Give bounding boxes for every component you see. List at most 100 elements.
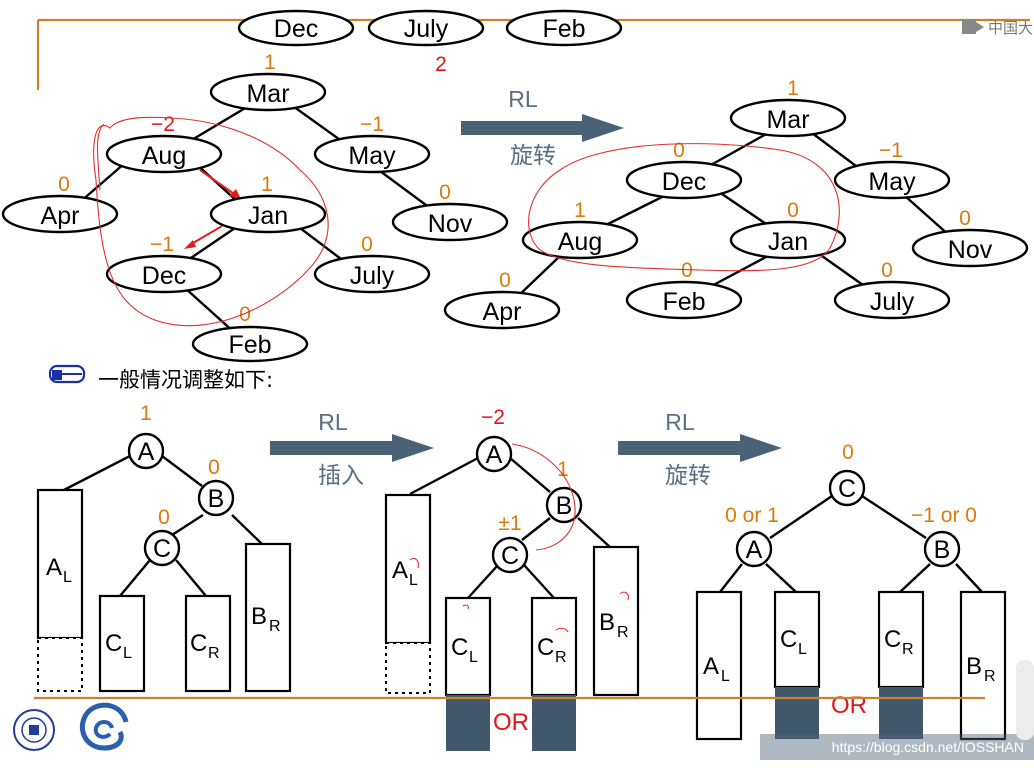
subtree-cl: C L [98,594,146,693]
university-logo [13,709,55,751]
subtree-cr-inserted: C R [530,596,578,751]
hand-circle-general [511,443,576,551]
node-aug: Aug −2 [105,113,223,174]
general-heading: 一般情况调整如下: [48,364,273,392]
svg-text:0: 0 [361,233,373,256]
tree-before: Mar 1 Aug −2 May −1 Apr 0 Jan 1 Nov 0 [1,51,509,363]
node-feb-after: Feb 0 [625,259,743,320]
general-tree-after: C 0 A 0 or 1 B −1 or 0 A L C L C R [695,441,1007,741]
node-may: May −1 [313,113,431,174]
queue-node-dec: Dec [237,9,355,47]
brand-text: 中国大 [988,19,1033,37]
node-mar: Mar 1 [209,51,327,112]
svg-text:A: A [392,557,408,584]
node-c: C 0 [143,506,181,567]
svg-text:1: 1 [787,77,799,100]
svg-text:B: B [599,609,615,636]
svg-text:±1: ±1 [498,512,521,535]
svg-text:0: 0 [842,441,854,464]
node-a: A 1 [127,402,165,470]
svg-text:A: A [703,653,719,680]
node-a-after: A 0 or 1 [725,504,779,568]
svg-text:0: 0 [959,207,971,230]
node-b: B 0 [197,456,235,517]
node-feb: Feb 0 [191,303,309,363]
node-c-after: C 0 [828,441,866,507]
svg-text:C: C [501,542,519,570]
node-b-after: B −1 or 0 [911,504,977,568]
svg-text:R: R [902,641,914,658]
svg-text:July: July [350,262,395,290]
node-mar-after: Mar 1 [729,77,847,138]
svg-text:A: A [46,554,62,581]
node-c-inserted: C ±1 [491,512,529,574]
brand-icon [962,20,976,34]
svg-text:RL: RL [665,409,695,435]
grown-block-cl [446,695,490,751]
svg-text:A: A [486,441,503,469]
grown-block-cl-after [775,687,819,739]
svg-text:0: 0 [239,303,251,326]
svg-text:C: C [190,630,207,657]
svg-text:0: 0 [499,269,511,292]
node-july-after: July 0 [833,259,951,320]
svg-text:Nov: Nov [428,210,473,238]
svg-text:C: C [838,475,856,503]
node-apr: Apr 0 [1,173,119,234]
subtree-br-after: B R [959,590,1007,741]
svg-text:B: B [934,536,951,564]
node-jan: Jan 1 [209,173,327,234]
svg-text:July: July [404,15,449,43]
svg-text:Dec: Dec [662,168,706,196]
svg-text:Feb: Feb [542,15,585,43]
svg-text:旋转: 旋转 [665,462,711,488]
node-jan-after: Jan 0 [729,199,847,260]
node-b-inserted: B 1 [545,458,583,524]
watermark: https://blog.csdn.net/IOSSHAN [832,739,1024,755]
subtree-cr-after: C R [877,590,925,739]
footer: https://blog.csdn.net/IOSSHAN [13,702,1034,760]
svg-text:0: 0 [787,199,799,222]
grown-block-cr-after [879,687,923,739]
tree-after-edges [515,131,951,299]
svg-text:L: L [123,645,132,662]
general-note: 一般情况调整如下: [98,368,273,392]
svg-text:1: 1 [261,173,273,196]
svg-text:C: C [451,634,468,661]
general-tree-inserted: A −2 B 1 C ±1 A L C L C R [384,406,640,751]
subtree-al-inserted: A L [384,493,432,694]
grown-block-cr [532,695,576,751]
svg-text:B: B [251,603,267,630]
svg-text:R: R [984,668,996,685]
side-handle[interactable] [1016,660,1034,740]
svg-text:1: 1 [574,199,586,222]
svg-text:Feb: Feb [662,288,705,316]
pointing-hand-icon [48,364,86,384]
subtree-br-inserted: B R [592,545,640,697]
svg-text:0: 0 [673,139,685,162]
svg-text:L: L [409,572,418,589]
svg-text:C: C [105,630,122,657]
svg-text:插入: 插入 [318,462,364,488]
svg-text:B: B [208,485,225,513]
subtree-al-after: A L [695,590,743,741]
svg-text:0: 0 [158,506,170,529]
node-dec: Dec −1 [105,233,223,294]
node-apr-after: Apr 0 [443,269,561,330]
arrow-rl-rotate-bottom: RL 旋转 [618,409,782,488]
watermark-bg [760,734,1034,760]
svg-text:Jan: Jan [768,228,808,256]
svg-text:Apr: Apr [483,298,522,326]
hand-circle-after [528,143,840,272]
node-aug-after: Aug 1 [521,199,639,260]
svg-text:旋转: 旋转 [510,142,556,168]
node-july: July 0 [313,233,431,294]
svg-text:L: L [721,668,730,685]
subtree-cl-after: C L [773,590,821,739]
svg-text:B: B [556,492,573,520]
svg-text:A: A [138,438,155,466]
svg-text:L: L [469,649,478,666]
svg-text:0 or 1: 0 or 1 [725,504,779,527]
hand-circle-before [93,116,329,327]
